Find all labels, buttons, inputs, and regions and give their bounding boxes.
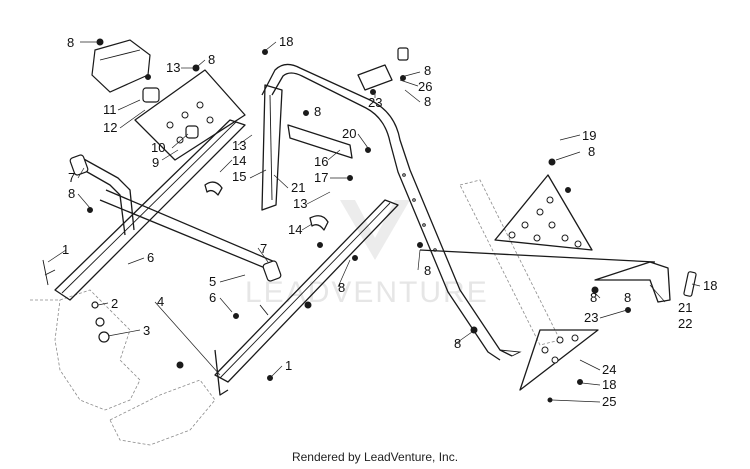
callout: 26	[418, 79, 432, 94]
callout: 13	[293, 196, 307, 211]
leader-lines	[47, 41, 701, 403]
callout: 8	[454, 336, 461, 351]
callout: 18	[703, 278, 717, 293]
lower-frame-ghost	[30, 289, 216, 446]
callouts: 8 13 8 18 8 26 8 23 8 11 12 10 9 13 14 1…	[62, 34, 717, 409]
ghost-bar	[459, 179, 561, 346]
callout: 13	[166, 60, 180, 75]
lower-bar	[214, 199, 399, 396]
fasteners	[42, 38, 631, 403]
callout: 4	[157, 294, 164, 309]
watermark-logo	[340, 200, 410, 260]
triangle-plate-upper	[494, 174, 593, 251]
callout: 23	[584, 310, 598, 325]
callout: 1	[62, 242, 69, 257]
callout: 6	[209, 290, 216, 305]
top-bracket	[357, 47, 409, 91]
rear-hoop	[261, 63, 522, 361]
callout: 17	[314, 170, 328, 185]
right-bracket	[419, 249, 697, 303]
callout: 7	[260, 241, 267, 256]
callout: 15	[232, 169, 246, 184]
callout: 8	[338, 280, 345, 295]
callout: 22	[678, 316, 692, 331]
watermark: LEADVENTURE	[245, 200, 489, 309]
callout: 8	[424, 263, 431, 278]
callout: 21	[291, 180, 305, 195]
strap-bracket	[287, 124, 353, 159]
callout: 16	[314, 154, 328, 169]
callout: 8	[588, 144, 595, 159]
callout: 8	[314, 104, 321, 119]
strut-15	[261, 84, 283, 211]
callout: 1	[285, 358, 292, 373]
callout: 8	[68, 186, 75, 201]
callout: 25	[602, 394, 616, 409]
triangle-plate-lower	[519, 329, 599, 391]
callout: 18	[602, 377, 616, 392]
callout: 8	[424, 63, 431, 78]
dash-plate	[91, 39, 246, 161]
callout: 10	[151, 140, 165, 155]
callout: 3	[143, 323, 150, 338]
strut-15-edge	[269, 94, 273, 201]
callout: 8	[67, 35, 74, 50]
footer-credit: Rendered by LeadVenture, Inc.	[291, 450, 459, 464]
callout: 2	[111, 296, 118, 311]
callout: 9	[152, 155, 159, 170]
callout: 6	[147, 250, 154, 265]
clamp-upper	[204, 181, 223, 196]
callout: 19	[582, 128, 596, 143]
callout: 14	[232, 153, 246, 168]
callout: 8	[624, 290, 631, 305]
callout: 21	[678, 300, 692, 315]
watermark-text: LEADVENTURE	[245, 276, 489, 309]
clamp-lower	[309, 215, 329, 231]
callout: 12	[103, 120, 117, 135]
callout: 14	[288, 222, 302, 237]
callout: 23	[368, 95, 382, 110]
callout: 18	[279, 34, 293, 49]
callout: 8	[208, 52, 215, 67]
callout: 7	[68, 170, 75, 185]
callout: 13	[232, 138, 246, 153]
callout: 8	[590, 290, 597, 305]
front-rail	[54, 119, 276, 301]
callout: 20	[342, 126, 356, 141]
cross-tube	[69, 154, 282, 282]
callout: 8	[424, 94, 431, 109]
callout: 24	[602, 362, 616, 377]
callout: 5	[209, 274, 216, 289]
callout: 11	[103, 102, 117, 117]
